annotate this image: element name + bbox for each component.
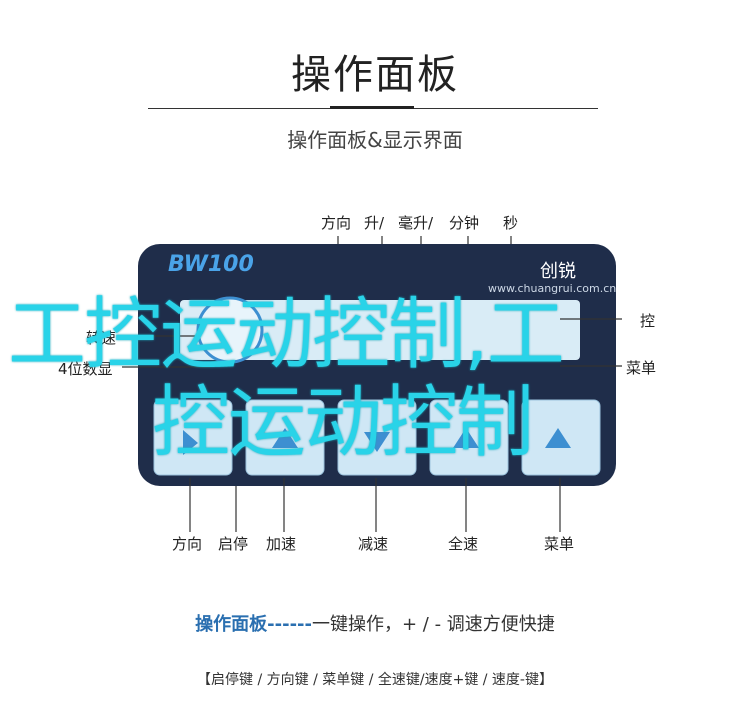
panel-model-label: BW100 xyxy=(168,252,254,277)
callout-left-speed: 转速 xyxy=(86,329,117,347)
callout-bottom-full-speed: 全速 xyxy=(448,535,479,553)
key-list-caption: 【启停键 / 方向键 / 菜单键 / 全速键/速度+键 / 速度-键】 xyxy=(197,672,553,688)
callout-top-direction: 方向 xyxy=(321,214,352,232)
callout-right-control: 控 xyxy=(640,312,656,330)
callout-left-display: 4位数显 xyxy=(58,360,113,378)
watermark-line-1: 工控运动控制,工 xyxy=(8,290,565,380)
callout-right-menu: 菜单 xyxy=(626,359,657,377)
bottom-leader-lines xyxy=(189,478,561,532)
panel-brand-label: 创锐 xyxy=(540,261,576,282)
feature-caption-highlight: 操作面板------ xyxy=(195,614,312,635)
feature-caption: 操作面板------一键操作，+ / - 调速方便快捷 xyxy=(0,610,750,636)
callout-bottom-accelerate: 加速 xyxy=(266,535,297,553)
callout-top-minute: 分钟 xyxy=(449,214,480,232)
speed-indicator-dial xyxy=(196,296,264,364)
panel-website-label: www.chuangrui.com.cn xyxy=(488,282,617,295)
watermark-line-2: 控运动控制 xyxy=(152,378,534,468)
callout-bottom-menu: 菜单 xyxy=(544,535,575,553)
display-screen xyxy=(180,300,580,360)
page-title: 操作面板 xyxy=(291,52,459,98)
feature-caption-text: 一键操作，+ / - 调速方便快捷 xyxy=(312,614,555,635)
callout-bottom-start-stop: 启停 xyxy=(218,535,249,553)
side-leader-lines xyxy=(122,318,622,368)
callout-bottom-decelerate: 减速 xyxy=(358,535,389,553)
callout-top-second: 秒 xyxy=(503,214,519,232)
page-subtitle: 操作面板&显示界面 xyxy=(287,128,463,152)
callout-top-milliliter: 毫升/ xyxy=(398,214,434,232)
callout-bottom-direction: 方向 xyxy=(172,535,203,553)
key-arrows xyxy=(183,428,571,455)
callout-top-liter: 升/ xyxy=(364,214,385,232)
title-divider-accent xyxy=(330,106,414,109)
